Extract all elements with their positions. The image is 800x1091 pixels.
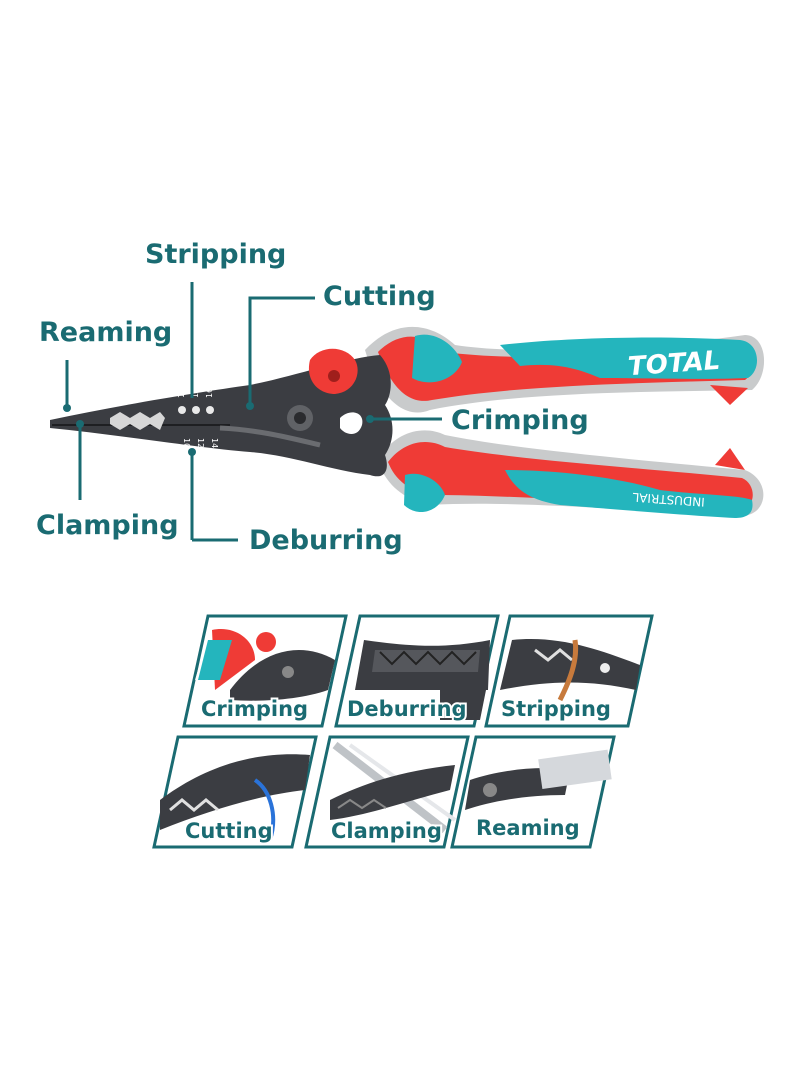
callout-clamping: Clamping — [36, 510, 179, 541]
pliers — [50, 326, 765, 518]
panel-reaming: Reaming — [450, 735, 616, 849]
callout-crimping: Crimping — [451, 405, 589, 436]
panel-cutting: Cutting — [152, 735, 318, 849]
panel-stripping: Stripping — [484, 614, 654, 728]
gauge-top-1: 12 — [177, 388, 186, 398]
panel-clamping-label: Clamping — [331, 819, 442, 843]
panel-cutting-label: Cutting — [185, 819, 273, 843]
panel-deburring: Deburring — [334, 614, 500, 728]
grip-text: INDUSTRIAL — [632, 490, 705, 509]
callout-stripping: Stripping — [145, 239, 287, 270]
panel-reaming-label: Reaming — [476, 816, 580, 840]
brand-logo: TOTAL — [627, 346, 721, 382]
gauge-bottom-2: 12 — [196, 438, 205, 448]
callout-reaming: Reaming — [39, 317, 173, 348]
panel-clamping: Clamping — [304, 735, 470, 849]
panel-crimping: Crimping — [182, 614, 348, 728]
gauge-bottom-1: 10 — [182, 438, 191, 448]
gauge-bottom-3: 14 — [210, 438, 219, 448]
panel-deburring-label: Deburring — [347, 697, 467, 721]
callout-deburring: Deburring — [249, 525, 403, 556]
gauge-top-3: 16 — [205, 388, 214, 398]
callout-cutting: Cutting — [323, 281, 436, 312]
leader-lines — [65, 282, 442, 542]
panel-crimping-label: Crimping — [201, 697, 308, 721]
gauge-top-2: 14 — [191, 388, 200, 398]
feature-panels: Crimping Deburring Stripping — [152, 614, 654, 849]
panel-stripping-label: Stripping — [501, 697, 611, 721]
leader-dots — [63, 402, 374, 456]
